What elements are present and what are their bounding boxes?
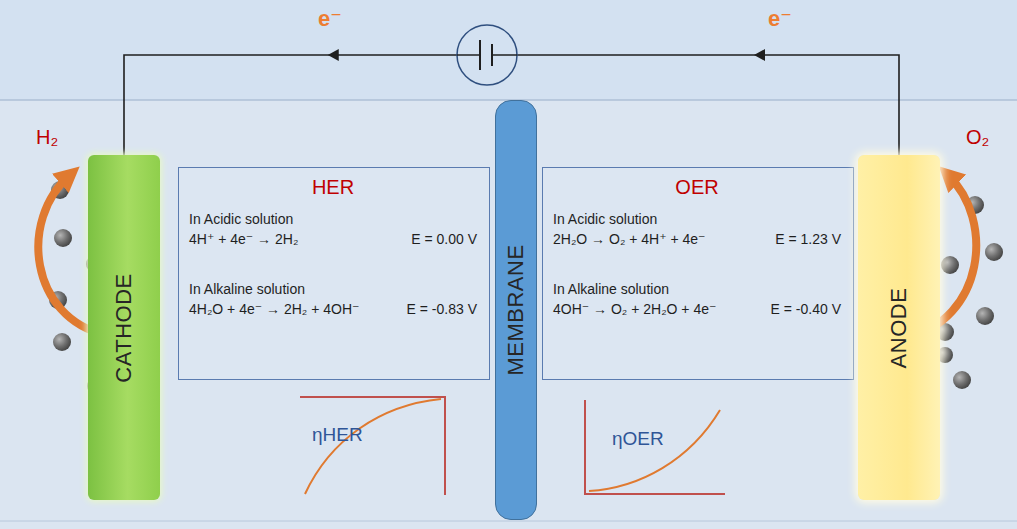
anode-electrode: ANODE bbox=[858, 155, 940, 500]
text-row: 4H⁺ + 4e⁻ → 2H₂ E = 0.00 V bbox=[189, 229, 477, 249]
text-row: In Alkaline solution bbox=[189, 279, 477, 299]
label-holder: O₂ bbox=[966, 126, 989, 149]
label-holder: e⁻ bbox=[768, 6, 792, 32]
reaction-equation: 2H₂O → O₂ + 4H⁺ + 4e⁻ bbox=[553, 229, 705, 249]
gas-label: O₂ bbox=[966, 126, 989, 149]
arrowhead bbox=[328, 49, 339, 61]
potential-value: E = -0.40 V bbox=[771, 299, 841, 319]
potential-value: E = 0.00 V bbox=[411, 229, 477, 249]
label-holder: ηHER bbox=[312, 424, 363, 446]
top-band bbox=[0, 0, 1017, 100]
reaction-equation: 4H₂O + 4e⁻ → 2H₂ + 4OH⁻ bbox=[189, 299, 359, 319]
electrode-label: ANODE bbox=[886, 287, 912, 368]
label-holder: H₂ bbox=[36, 126, 58, 149]
electron-label: e⁻ bbox=[768, 6, 792, 32]
arrowhead bbox=[754, 49, 765, 61]
reaction-box: OER In Acidic solution2H₂O → O₂ + 4H⁺ + 4… bbox=[542, 167, 854, 380]
reaction-title: HER bbox=[189, 176, 477, 199]
membrane: MEMBRANE bbox=[495, 100, 537, 520]
electrode-label: CATHODE bbox=[111, 273, 137, 382]
her-overpotential-plot bbox=[300, 397, 445, 495]
label-holder: e⁻ bbox=[318, 6, 342, 32]
text-row: In Alkaline solution bbox=[553, 279, 841, 299]
text-row: 4H₂O + 4e⁻ → 2H₂ + 4OH⁻ E = -0.83 V bbox=[189, 299, 477, 319]
battery-lead bbox=[457, 54, 480, 56]
text-row: HER bbox=[189, 176, 477, 199]
cathode-electrode: CATHODE bbox=[88, 155, 160, 500]
oer-overpotential-plot bbox=[585, 400, 725, 494]
reaction-equation: 4H⁺ + 4e⁻ → 2H₂ bbox=[189, 229, 298, 249]
battery-lead bbox=[492, 54, 517, 56]
condition-label: In Alkaline solution bbox=[189, 279, 305, 299]
gas-label: H₂ bbox=[36, 126, 58, 149]
label-holder: ηOER bbox=[612, 428, 664, 450]
electrode-label: MEMBRANE bbox=[503, 244, 529, 375]
electron-label: e⁻ bbox=[318, 6, 342, 32]
power-source-circle bbox=[457, 25, 517, 85]
overpotential-label: ηOER bbox=[612, 428, 664, 450]
text-row: In Acidic solution bbox=[189, 209, 477, 229]
potential-value: E = -0.83 V bbox=[407, 299, 477, 319]
bottom-border bbox=[0, 521, 1017, 522]
condition-label: In Acidic solution bbox=[189, 209, 293, 229]
reaction-title: OER bbox=[553, 176, 841, 199]
text-row: In Acidic solution bbox=[553, 209, 841, 229]
condition-label: In Alkaline solution bbox=[553, 279, 669, 299]
text-row: 2H₂O → O₂ + 4H⁺ + 4e⁻ E = 1.23 V bbox=[553, 229, 841, 249]
reaction-box: HER In Acidic solution4H⁺ + 4e⁻ → 2H₂ E = … bbox=[178, 167, 490, 380]
overpotential-label: ηHER bbox=[312, 424, 363, 446]
reaction-equation: 4OH⁻ → O₂ + 2H₂O + 4e⁻ bbox=[553, 299, 716, 319]
condition-label: In Acidic solution bbox=[553, 209, 657, 229]
potential-value: E = 1.23 V bbox=[775, 229, 841, 249]
text-row: OER bbox=[553, 176, 841, 199]
text-row: 4OH⁻ → O₂ + 2H₂O + 4e⁻ E = -0.40 V bbox=[553, 299, 841, 319]
